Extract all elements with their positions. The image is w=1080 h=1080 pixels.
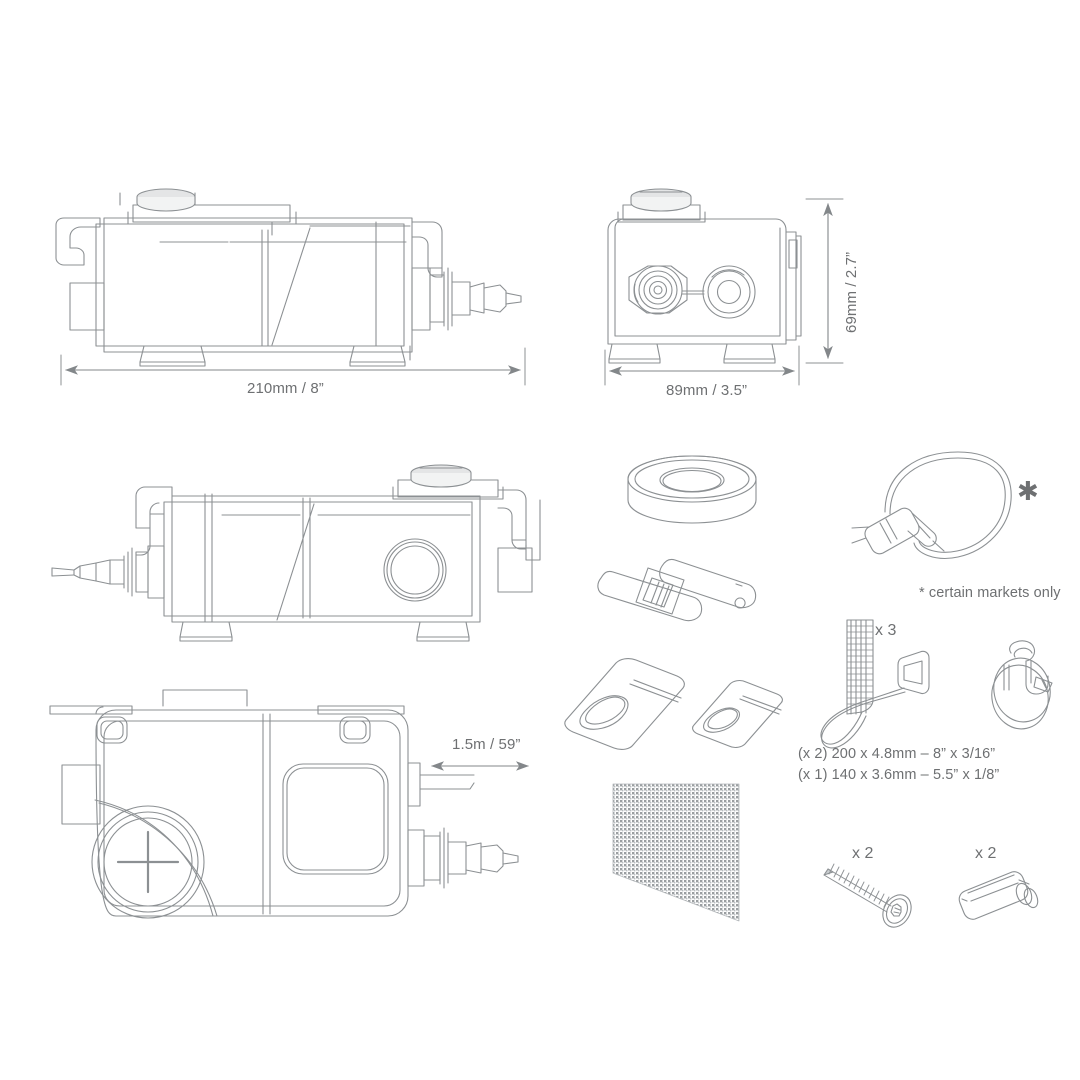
screws-quantity: x 2 — [852, 845, 874, 862]
accessory-mesh-filter — [612, 783, 740, 922]
cable-tie-spec-line-2: (x 1) 140 x 3.6mm – 5.5” x 1/8” — [798, 767, 1000, 783]
dimension-length — [60, 347, 526, 386]
dimension-height — [805, 198, 844, 364]
wall-anchors-quantity: x 2 — [975, 845, 997, 862]
view-end-elevation — [604, 188, 844, 386]
asterisk-note: * certain markets only — [919, 585, 1061, 601]
dimension-label-width: 89mm / 3.5” — [666, 382, 748, 399]
accessory-hose-clamps — [991, 640, 1053, 730]
accessory-sealing-tape — [627, 455, 757, 524]
cable-ties-quantity: x 3 — [875, 622, 897, 639]
dimension-label-length: 210mm / 8” — [247, 380, 324, 397]
accessory-cable-ties — [820, 619, 930, 749]
accessory-sensor-cable — [851, 451, 1012, 559]
accessory-check-valve — [597, 558, 757, 622]
accessory-wall-anchor — [958, 871, 1039, 920]
dimension-label-height: 69mm / 2.7” — [843, 251, 860, 333]
accessory-hose-connector-large — [564, 658, 685, 750]
accessory-screw — [823, 863, 912, 928]
asterisk-marker: ✱ — [1017, 476, 1039, 506]
view-rear-elevation — [51, 464, 541, 642]
cable-tie-spec-line-1: (x 2) 200 x 4.8mm – 8” x 3/16” — [798, 746, 996, 762]
accessory-hose-connector-small — [692, 679, 783, 749]
view-plan — [49, 689, 530, 919]
view-front-elevation — [55, 188, 526, 386]
dimension-width — [604, 345, 800, 386]
dimension-label-cable: 1.5m / 59” — [452, 736, 521, 753]
